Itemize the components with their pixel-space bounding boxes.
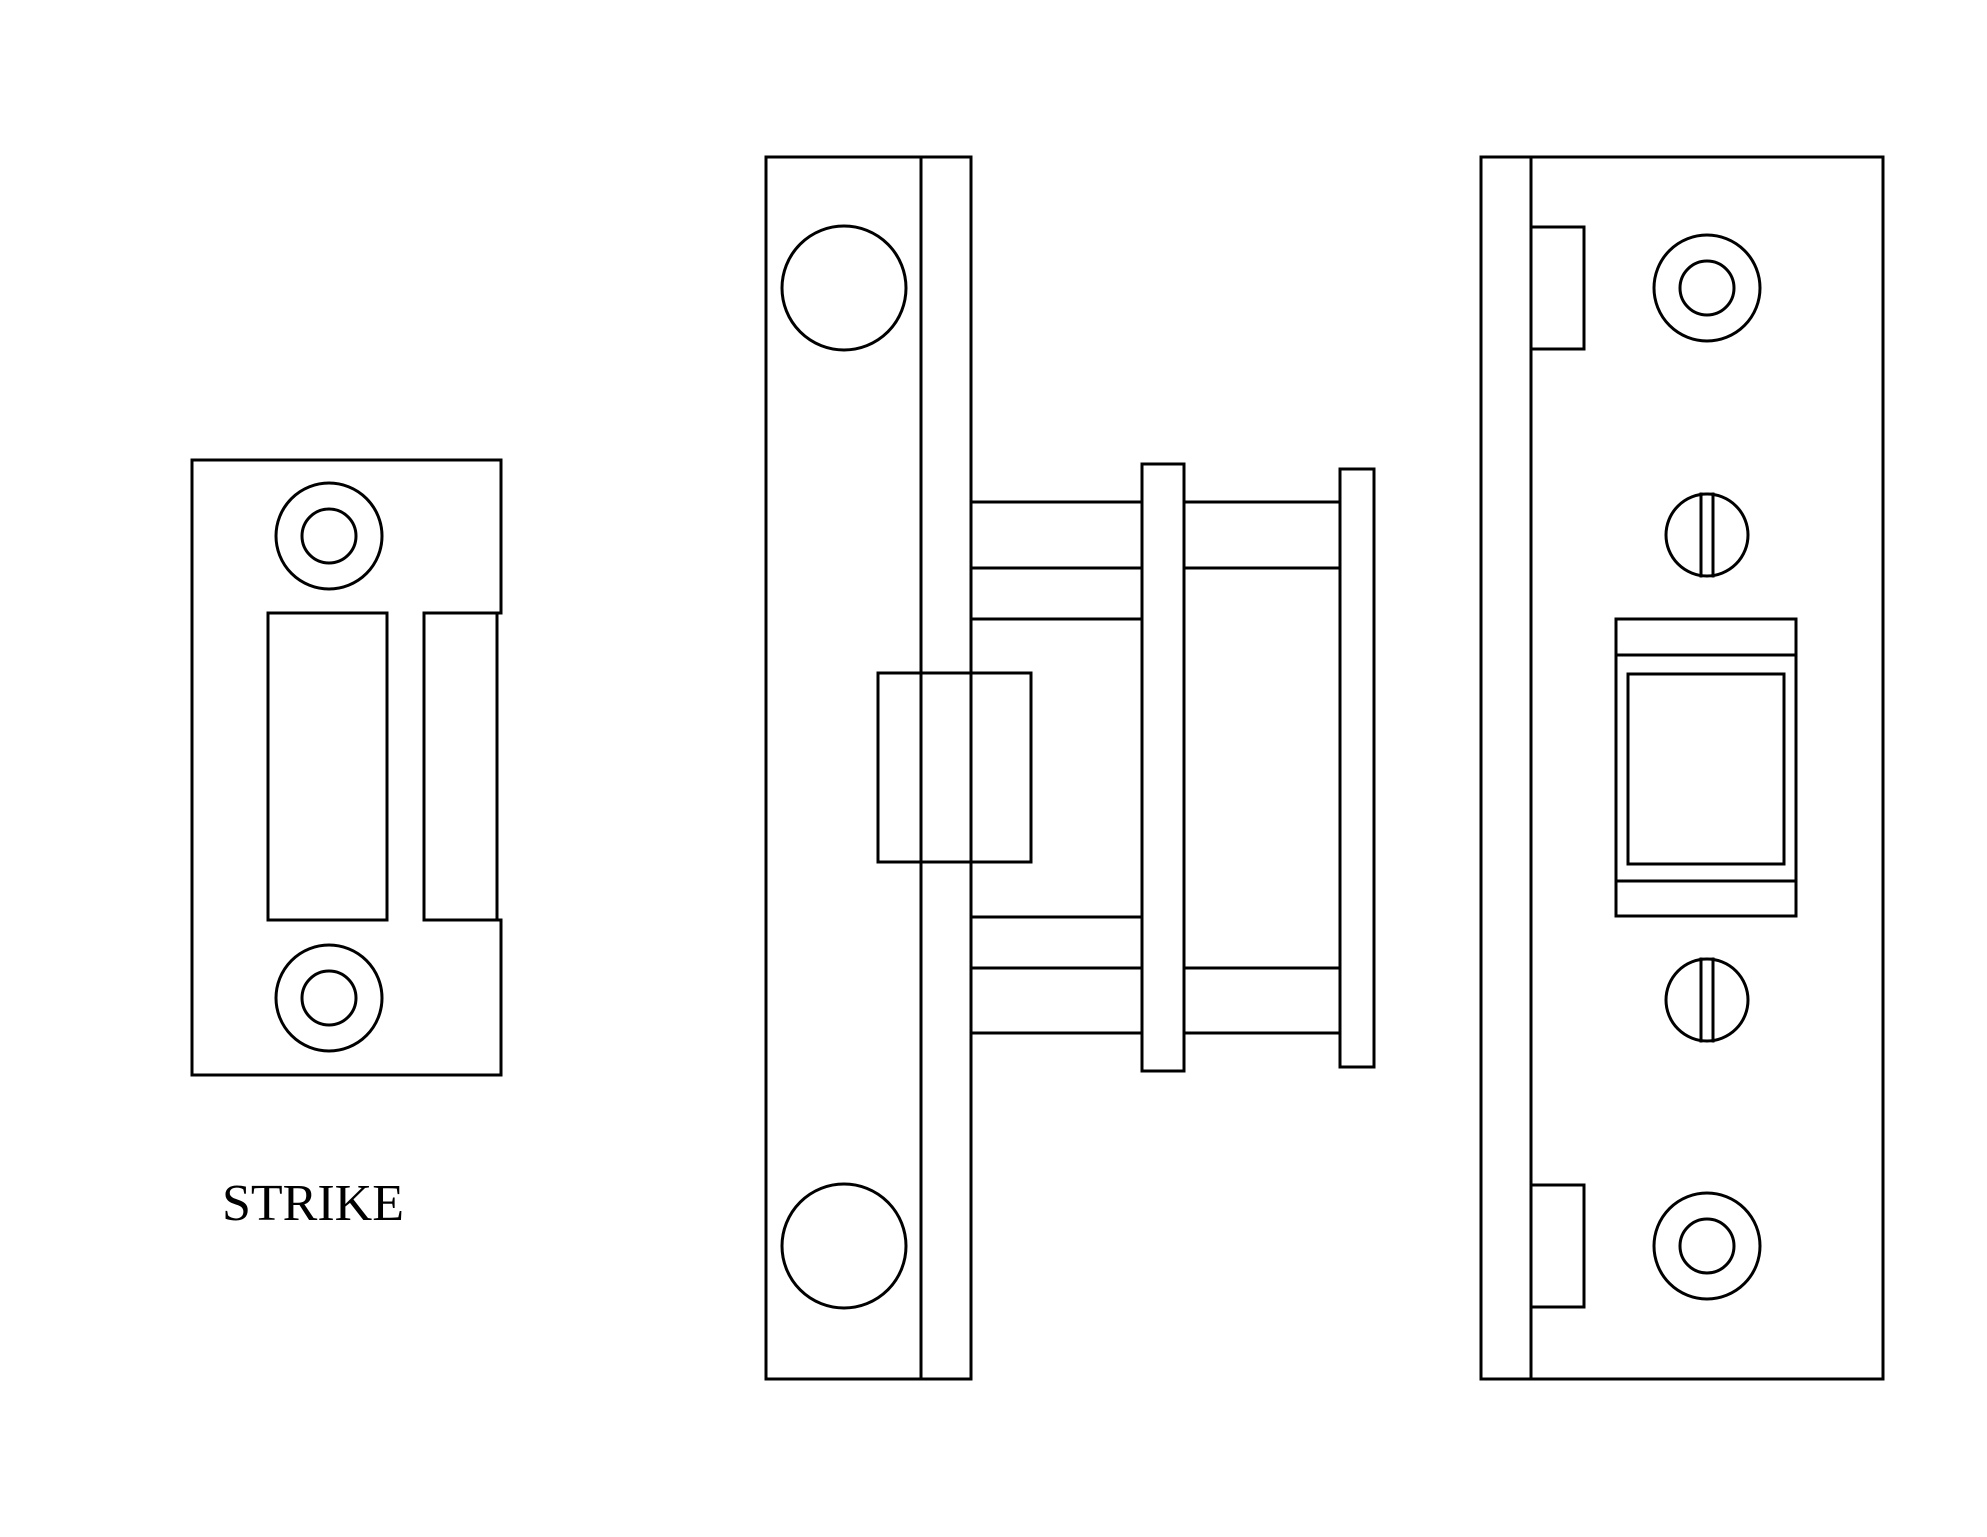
latch-side-view — [764, 155, 1376, 1381]
strike-screw-hole-bottom-outer — [274, 943, 384, 1053]
faceplate-hole-bottom — [780, 1182, 908, 1310]
faceplate-side — [764, 155, 973, 1381]
latch-rods-upper — [1182, 500, 1342, 570]
strike-slot-lip — [422, 611, 499, 922]
slotted-screw-icon — [1664, 957, 1750, 1043]
strike-plate-outline — [190, 458, 503, 1077]
latch-bolt-housing — [1614, 617, 1798, 918]
latch-front-view — [1479, 155, 1885, 1381]
strike-screw-hole-top-inner — [300, 507, 358, 565]
strike-slot-large — [266, 611, 389, 922]
strike-screw-hole-bottom-inner — [300, 969, 358, 1027]
front-screw-hole-bottom-inner — [1678, 1217, 1736, 1275]
latch-spacer-plate — [1140, 462, 1186, 1073]
front-screw-hole-top-outer — [1652, 233, 1762, 343]
latch-bolt-side — [876, 671, 1033, 864]
front-faceplate — [1479, 155, 1885, 1381]
front-tab-top — [1529, 225, 1586, 351]
strike-label: STRIKE — [222, 1175, 404, 1232]
latch-rods-lower — [1182, 966, 1342, 1035]
latch-body-upper — [969, 500, 1144, 621]
front-screw-hole-bottom-outer — [1652, 1191, 1762, 1301]
strike-plate — [190, 458, 503, 1077]
latch-bolt-face — [1626, 672, 1786, 866]
faceplate-hole-top — [780, 224, 908, 352]
latch-body-lower — [969, 915, 1144, 1035]
latch-end-plate — [1338, 467, 1376, 1069]
front-tab-bottom — [1529, 1183, 1586, 1309]
front-screw-hole-top-inner — [1678, 259, 1736, 317]
strike-screw-hole-top-outer — [274, 481, 384, 591]
slotted-screw-icon — [1664, 492, 1750, 578]
